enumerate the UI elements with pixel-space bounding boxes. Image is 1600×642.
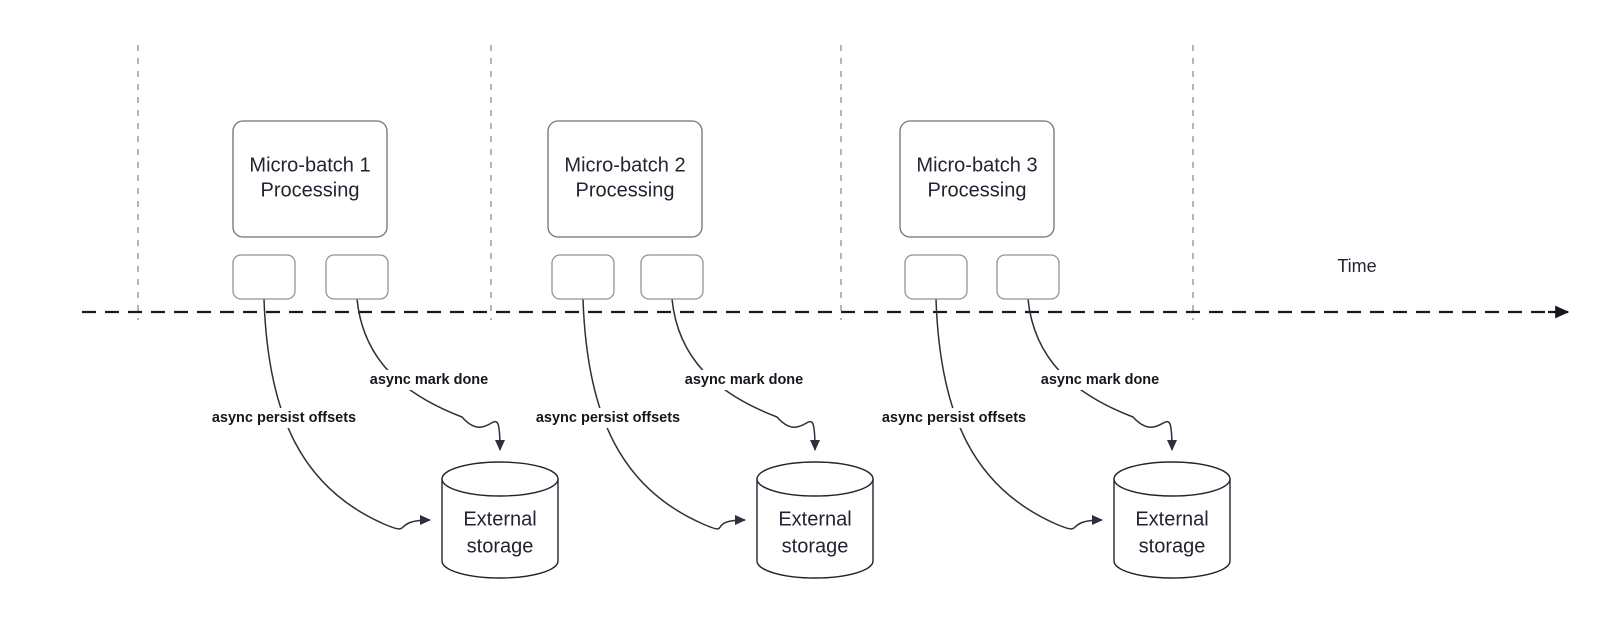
mark-edge-1-label: async mark done — [370, 372, 488, 388]
storage-label-3: External — [1135, 508, 1208, 530]
persist-edge-1[interactable] — [263, 298, 431, 530]
time-axis-label: Time — [1337, 256, 1376, 276]
storage-cylinder-body-1[interactable] — [441, 478, 559, 579]
mark-task-3[interactable] — [996, 254, 1060, 300]
storage-cylinder-body-2[interactable] — [756, 478, 874, 579]
persist-edge-2-halo — [525, 408, 691, 428]
process-box-2[interactable] — [547, 120, 703, 238]
process-box-sublabel-2: Processing — [576, 179, 675, 201]
mark-edge-3[interactable] — [1027, 298, 1177, 451]
mark-edge-3-label: async mark done — [1041, 372, 1159, 388]
edge-layer — [263, 298, 1177, 530]
mark-edge-3-halo — [1040, 370, 1160, 390]
persist-task-3[interactable] — [904, 254, 968, 300]
process-box-1[interactable] — [232, 120, 388, 238]
mark-task-2[interactable] — [640, 254, 704, 300]
persist-edge-3[interactable] — [935, 298, 1103, 530]
process-box-sublabel-3: Processing — [928, 179, 1027, 201]
storage-cylinder-top-2 — [756, 461, 874, 497]
process-box-label-3: Micro-batch 3 — [916, 154, 1037, 176]
storage-cylinder-body-3[interactable] — [1113, 478, 1231, 579]
process-box-3[interactable] — [899, 120, 1055, 238]
storage-sublabel-3: storage — [1139, 535, 1206, 557]
storage-cylinder-top-1 — [441, 461, 559, 497]
persist-task-1[interactable] — [232, 254, 296, 300]
storage-label-1: External — [463, 508, 536, 530]
persist-edge-2-label: async persist offsets — [536, 410, 680, 426]
storage-sublabel-2: storage — [782, 535, 849, 557]
mark-edge-2[interactable] — [671, 298, 820, 451]
persist-edge-1-label: async persist offsets — [212, 410, 356, 426]
edge-label-layer: async persist offsets async mark done asyn… — [201, 370, 1160, 428]
storage-cylinder-top-3 — [1113, 461, 1231, 497]
storage-label-2: External — [778, 508, 851, 530]
persist-edge-3-halo — [871, 408, 1037, 428]
persist-edge-3-label: async persist offsets — [882, 410, 1026, 426]
storage-sublabel-1: storage — [467, 535, 534, 557]
process-box-label-1: Micro-batch 1 — [249, 154, 370, 176]
mark-edge-1[interactable] — [356, 298, 505, 451]
mark-task-1[interactable] — [325, 254, 389, 300]
persist-task-2[interactable] — [551, 254, 615, 300]
persist-edge-2[interactable] — [582, 298, 746, 530]
mark-edge-1-halo — [369, 370, 489, 390]
mark-edge-2-label: async mark done — [685, 372, 803, 388]
process-box-sublabel-1: Processing — [261, 179, 360, 201]
process-box-label-2: Micro-batch 2 — [564, 154, 685, 176]
persist-edge-1-halo — [201, 408, 367, 428]
mark-edge-2-halo — [684, 370, 804, 390]
